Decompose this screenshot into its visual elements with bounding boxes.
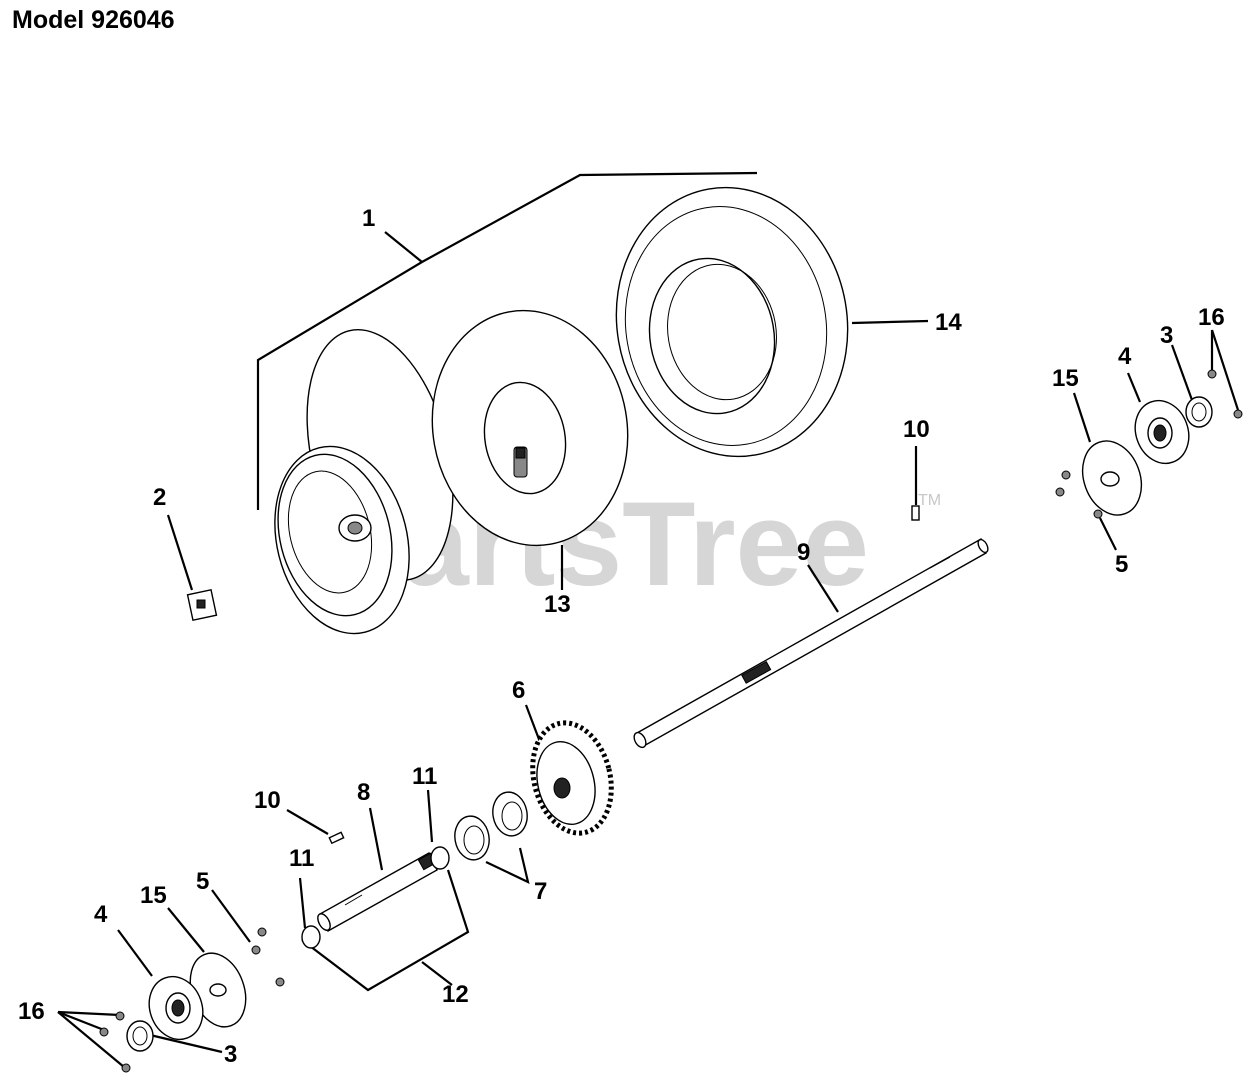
callout-8: 8 xyxy=(357,779,370,806)
key-part-upper xyxy=(911,505,920,521)
callout-11-lower: 11 xyxy=(289,845,314,872)
spacer-part-lower xyxy=(301,925,321,949)
callout-15-lower: 15 xyxy=(140,882,167,909)
leader-lines xyxy=(57,171,1240,1068)
callout-7: 7 xyxy=(534,878,547,905)
gear-part xyxy=(530,720,614,836)
bearing-parts xyxy=(454,791,528,861)
callout-11-upper: 11 xyxy=(412,763,437,790)
axle-shaft-part xyxy=(633,537,989,749)
callout-6: 6 xyxy=(512,677,525,704)
callout-2: 2 xyxy=(153,484,166,511)
callout-10-lower: 10 xyxy=(254,787,281,814)
lower-hub-assembly xyxy=(99,927,285,1073)
callout-5-lower: 5 xyxy=(196,868,209,895)
upper-hub-assembly xyxy=(1055,369,1243,519)
callout-labels: 1 2 13 14 10 9 15 4 3 16 5 6 10 8 11 11 … xyxy=(18,205,1225,1068)
valve-clip-part xyxy=(186,588,218,622)
spacer-part-upper xyxy=(430,846,450,870)
callout-3-upper: 3 xyxy=(1160,322,1173,349)
callout-12: 12 xyxy=(442,981,469,1008)
callout-5-upper: 5 xyxy=(1115,551,1128,578)
callout-10-upper: 10 xyxy=(903,416,930,443)
stub-shaft-part xyxy=(317,852,438,932)
callout-4-upper: 4 xyxy=(1118,343,1132,370)
inner-tube-part xyxy=(431,309,629,547)
page-title: Model 926046 xyxy=(12,6,175,34)
tire-part xyxy=(615,186,849,458)
callout-1: 1 xyxy=(362,205,375,232)
callout-9: 9 xyxy=(797,539,810,566)
callout-4-lower: 4 xyxy=(94,901,108,928)
callout-15-upper: 15 xyxy=(1052,365,1079,392)
key-part-lower xyxy=(328,831,345,845)
callout-14: 14 xyxy=(935,309,962,336)
callout-13: 13 xyxy=(544,591,571,618)
wheel-rim-part xyxy=(274,329,454,635)
watermark-mark: TM xyxy=(918,492,941,509)
callout-16-upper: 16 xyxy=(1198,304,1225,331)
callout-3-lower: 3 xyxy=(224,1041,237,1068)
callout-16-lower: 16 xyxy=(18,998,45,1025)
